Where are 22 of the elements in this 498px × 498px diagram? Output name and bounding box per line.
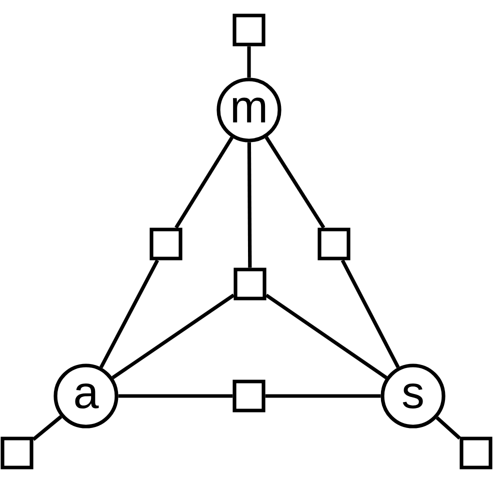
connector-line	[99, 259, 160, 368]
connector-line	[265, 294, 388, 380]
connector-line	[264, 136, 326, 229]
connector-line	[118, 394, 233, 398]
connector-line	[340, 259, 400, 368]
square-node	[318, 228, 350, 260]
square-node	[234, 268, 266, 300]
circle-node: m	[216, 78, 282, 142]
square-node	[232, 14, 266, 46]
square-node	[150, 228, 182, 260]
square-node	[460, 436, 492, 470]
circle-node: a	[54, 364, 118, 428]
square-node	[0, 436, 34, 470]
connector-line	[112, 294, 235, 380]
square-node	[232, 380, 266, 412]
circle-node: s	[380, 364, 446, 428]
connector-line	[174, 136, 234, 229]
connector-line	[247, 46, 251, 78]
connector-line	[436, 416, 461, 440]
connector-line	[265, 394, 381, 398]
connector-line	[247, 142, 252, 268]
connector-line	[32, 415, 62, 441]
